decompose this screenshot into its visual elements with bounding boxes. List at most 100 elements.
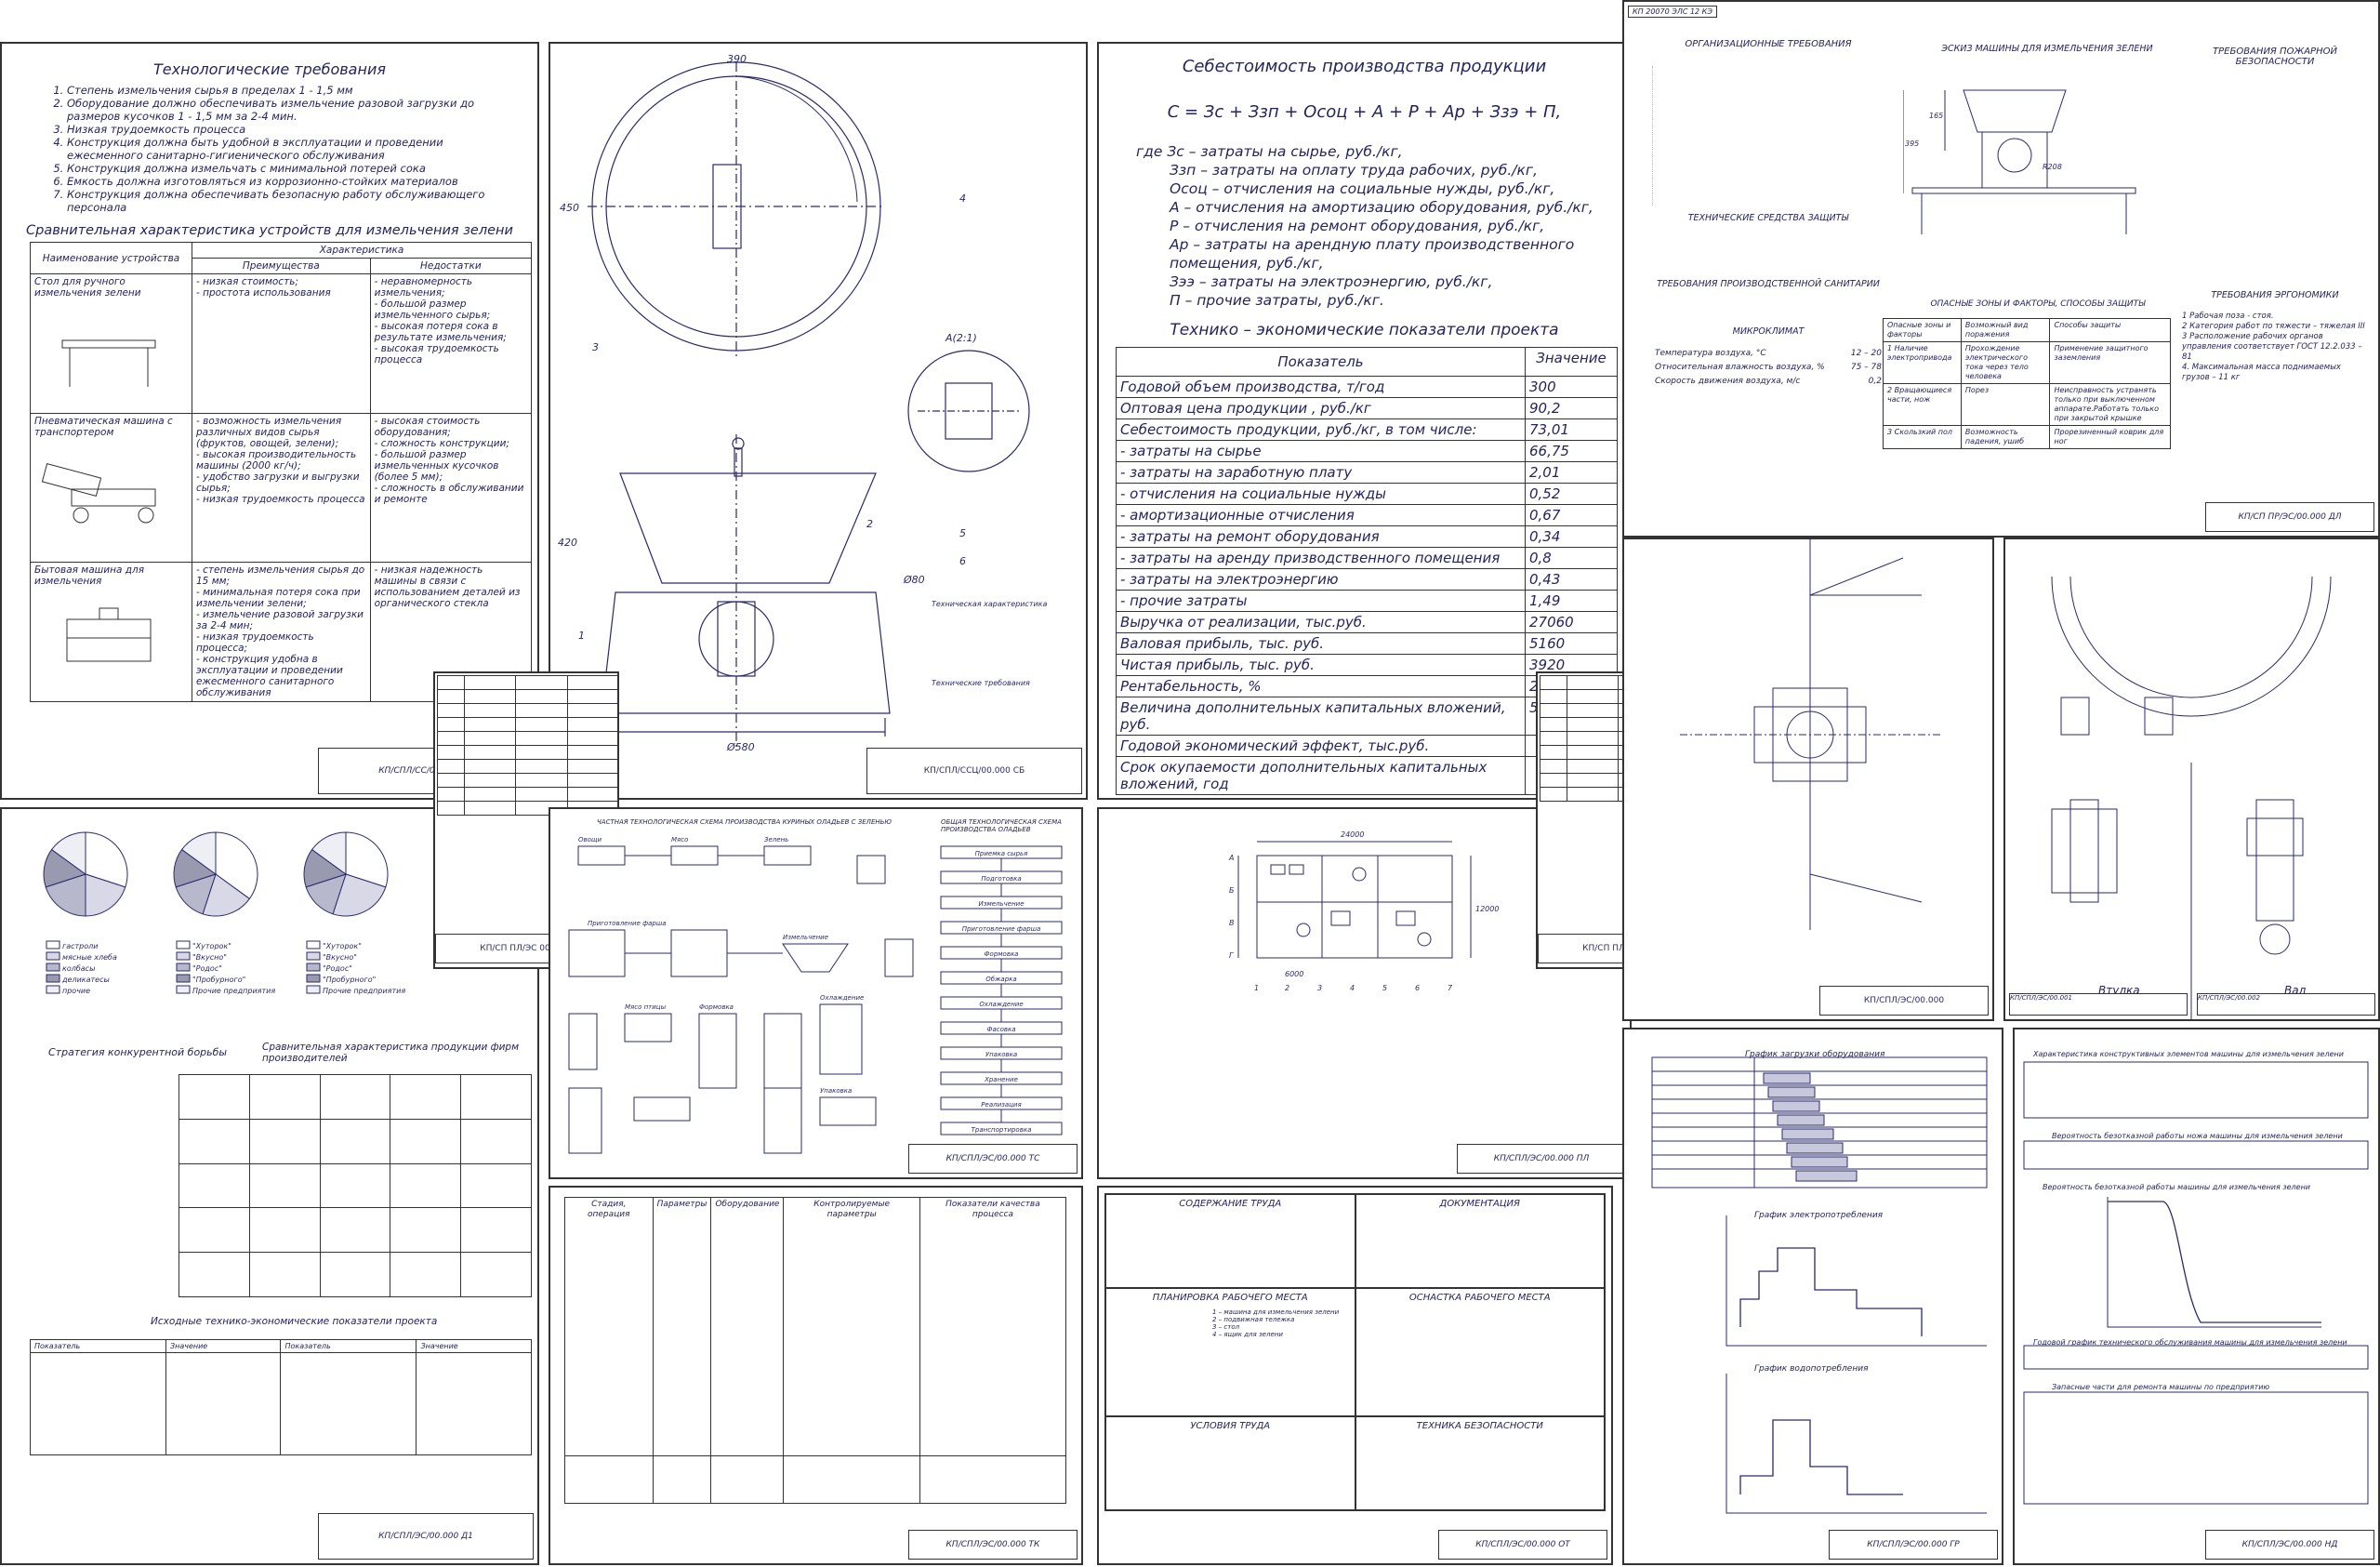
load-bar: [1791, 1156, 1848, 1168]
pie-slice: [180, 831, 217, 875]
compare-title: Сравнительная характеристика устройств д…: [26, 223, 513, 238]
col-b: Значение: [165, 1339, 282, 1353]
ind-value: 66,75: [1525, 440, 1618, 462]
labor-grid: СОДЕРЖАНИЕ ТРУДА ДОКУМЕНТАЦИЯ ПЛАНИРОВКА…: [1104, 1193, 1606, 1511]
scheme-label: Мясо: [671, 836, 688, 843]
legend-line: А – отчисления на амортизацию оборудован…: [1170, 199, 1593, 216]
micro-name: Температура воздуха, °С: [1655, 349, 1766, 358]
ind-value: 27060: [1525, 611, 1618, 633]
ind-name: - затраты на сырье: [1116, 440, 1526, 462]
notes-title: Техническая характеристика: [932, 600, 1048, 608]
sheet-machine-assembly: 1 2 3 4 5 6 А(2:1) 390 450 420 Ø80 Ø580 …: [549, 42, 1088, 800]
legend-swatch: [176, 974, 191, 983]
labor-cell: ДОКУМЕНТАЦИЯ: [1355, 1194, 1605, 1288]
scheme-label: Упаковка: [820, 1087, 852, 1095]
process-col: Стадия, операция: [564, 1197, 654, 1456]
sheet-safety: КП 20070 ЭЛС 12 КЭ ОРГАНИЗАЦИОННЫЕ ТРЕБО…: [1622, 0, 2380, 538]
legend-entry: "Хуторок": [192, 942, 231, 950]
sheet-market: гастроли мясные хлеба колбасы деликатесы…: [0, 807, 539, 1565]
scheme-label: Зелень: [764, 836, 788, 843]
graph-title: График загрузки оборудования: [1745, 1050, 1885, 1059]
scheme-drawing: Приемка сырьяПодготовкаИзмельчениеПригот…: [568, 836, 1063, 1154]
adv-cell: - возможность измельчения различных видо…: [192, 413, 371, 563]
org-col: ОРГАНИЗАЦИОННЫЕ ТРЕБОВАНИЯ ТЕХНИЧЕСКИЕ С…: [1652, 39, 1884, 390]
dim-label: 6000: [1285, 970, 1303, 978]
flow-label: Хранение: [984, 1076, 1018, 1083]
legend-entry: "Пробурного": [323, 976, 376, 984]
load-bar: [1777, 1114, 1825, 1126]
callout-label: 6: [959, 555, 966, 567]
dim-label: 395: [1905, 139, 1919, 148]
req-item: Оборудование должно обеспечивать измельч…: [67, 97, 504, 123]
sheet-parts: Втулка Вал КП/СПЛ/ЭС/00.001 КП/СПЛ/ЭС/00…: [2003, 538, 2380, 1021]
load-bar: [1767, 1086, 1816, 1098]
tech-title: Технологические требования: [153, 60, 386, 78]
ergo-item: 1 Рабочая поза - стоя.: [2182, 312, 2274, 321]
legend-entry: прочие: [62, 987, 90, 995]
ind-name: Годовой экономический эффект, тыс.руб.: [1116, 735, 1526, 757]
scheme-title-1: ЧАСТНАЯ ТЕХНОЛОГИЧЕСКАЯ СХЕМА ПРОИЗВОДСТ…: [597, 818, 892, 826]
col-adv: Преимущества: [192, 258, 371, 274]
col-a: Показатель: [30, 1339, 166, 1353]
callout-label: 3: [592, 341, 599, 353]
machine-drawing: 1 2 3 4 5 6 А(2:1) 390 450 420 Ø80 Ø580 …: [558, 53, 1048, 753]
tep-title: Исходные технико-экономические показател…: [151, 1316, 438, 1327]
fire-col: ТРЕБОВАНИЯ ПОЖАРНОЙ БЕЗОПАСНОСТИ ТРЕБОВА…: [2182, 46, 2368, 383]
view-label: А(2:1): [945, 332, 977, 344]
ind-name: Рентабельность, %: [1116, 675, 1526, 697]
flow-label: Обжарка: [985, 976, 1016, 983]
legend-entry: "Хуторок": [323, 942, 362, 950]
ind-name: Чистая прибыль, тыс. руб.: [1116, 654, 1526, 676]
fire-title: ТРЕБОВАНИЯ ПОЖАРНОЙ БЕЗОПАСНОСТИ: [2213, 46, 2337, 67]
pie-slice: [345, 831, 389, 888]
cost-legend: где Зс – затраты на сырье, руб./кг, Ззп …: [1136, 142, 1630, 310]
stamp: КП/СПЛ/ЭС/00.000: [1819, 986, 1989, 1016]
stamp: КП/СПЛ/ЭС/00.000 ГР: [1829, 1530, 1998, 1560]
load-bar: [1781, 1128, 1834, 1140]
reliability-drawing: [2023, 1061, 2369, 1505]
adv-cell: - низкая стоимость; - простота использов…: [192, 273, 371, 414]
danger-cell: Неисправность устранять только при выклю…: [2049, 383, 2171, 426]
adv-cell: - степень измельчения сырья до 15 мм; - …: [192, 562, 371, 702]
flow-label: Формовка: [985, 950, 1019, 958]
flow-label: Приемка сырья: [975, 850, 1028, 857]
process-col: Оборудование: [710, 1197, 785, 1456]
ind-value: 0,43: [1525, 568, 1618, 591]
scheme-title-2: ОБЩАЯ ТЕХНОЛОГИЧЕСКАЯ СХЕМА ПРОИЗВОДСТВА…: [941, 818, 1062, 833]
ind-name: - прочие затраты: [1116, 590, 1526, 612]
process-table: Стадия, операция Параметры Оборудование …: [564, 1197, 1067, 1505]
danger-cell: Прорезиненный коврик для ног: [2049, 425, 2171, 449]
col-value: Значение: [1525, 347, 1618, 377]
legend-swatch: [46, 940, 60, 949]
flow-box: [940, 1122, 1063, 1135]
req-item: Степень измельчения сырья в пределах 1 -…: [67, 84, 504, 97]
danger-cell: 3 Скользкий пол: [1883, 425, 1962, 449]
legend-line: Зээ – затраты на электроэнергию, руб./кг…: [1170, 273, 1493, 290]
axis-label: 5: [1382, 984, 1387, 992]
ind-name: Валовая прибыль, тыс. руб.: [1116, 632, 1526, 655]
device-cell: Пневматическая машина с транспортером: [30, 413, 192, 563]
device-name: Бытовая машина для измельчения: [34, 564, 145, 587]
danger-table: Опасные зоны и факторы Возможный вид пор…: [1883, 318, 2171, 449]
col-dis: Недостатки: [369, 258, 533, 274]
axis-label: А: [1228, 854, 1234, 862]
scheme-label: Измельчение: [783, 934, 828, 941]
labor-plan: ПЛАНИРОВКА РАБОЧЕГО МЕСТА 1 – машина для…: [1105, 1287, 1355, 1417]
legend-swatch: [46, 985, 60, 994]
stamp: КП/СПЛ/ЭС/00.000 Д1: [318, 1513, 534, 1560]
rel-title: Вероятность безотказной работы ножа маши…: [2052, 1132, 2343, 1140]
device-cell: Стол для ручного измельчения зелени: [30, 273, 192, 414]
stamp: КП/СПЛ/ЭС/00.000 ТС: [908, 1144, 1078, 1174]
ind-name: - затраты на электроэнергию: [1116, 568, 1526, 591]
axis-label: 6: [1415, 984, 1420, 992]
callout-label: 1: [578, 630, 585, 642]
labor-cell: СОДЕРЖАНИЕ ТРУДА: [1105, 1194, 1355, 1288]
stamp: КП/СПЛ/ЭС/00.000 НД: [2205, 1530, 2374, 1560]
legend-swatch: [176, 940, 191, 949]
ind-name: - затраты на аренду призводственного пом…: [1116, 547, 1526, 569]
danger-cell: 2 Вращающиеся части, нож: [1883, 383, 1962, 426]
device-name: Стол для ручного измельчения зелени: [34, 276, 141, 299]
dim-label: 24000: [1341, 830, 1364, 839]
danger-col: Возможный вид поражения: [1960, 318, 2051, 342]
